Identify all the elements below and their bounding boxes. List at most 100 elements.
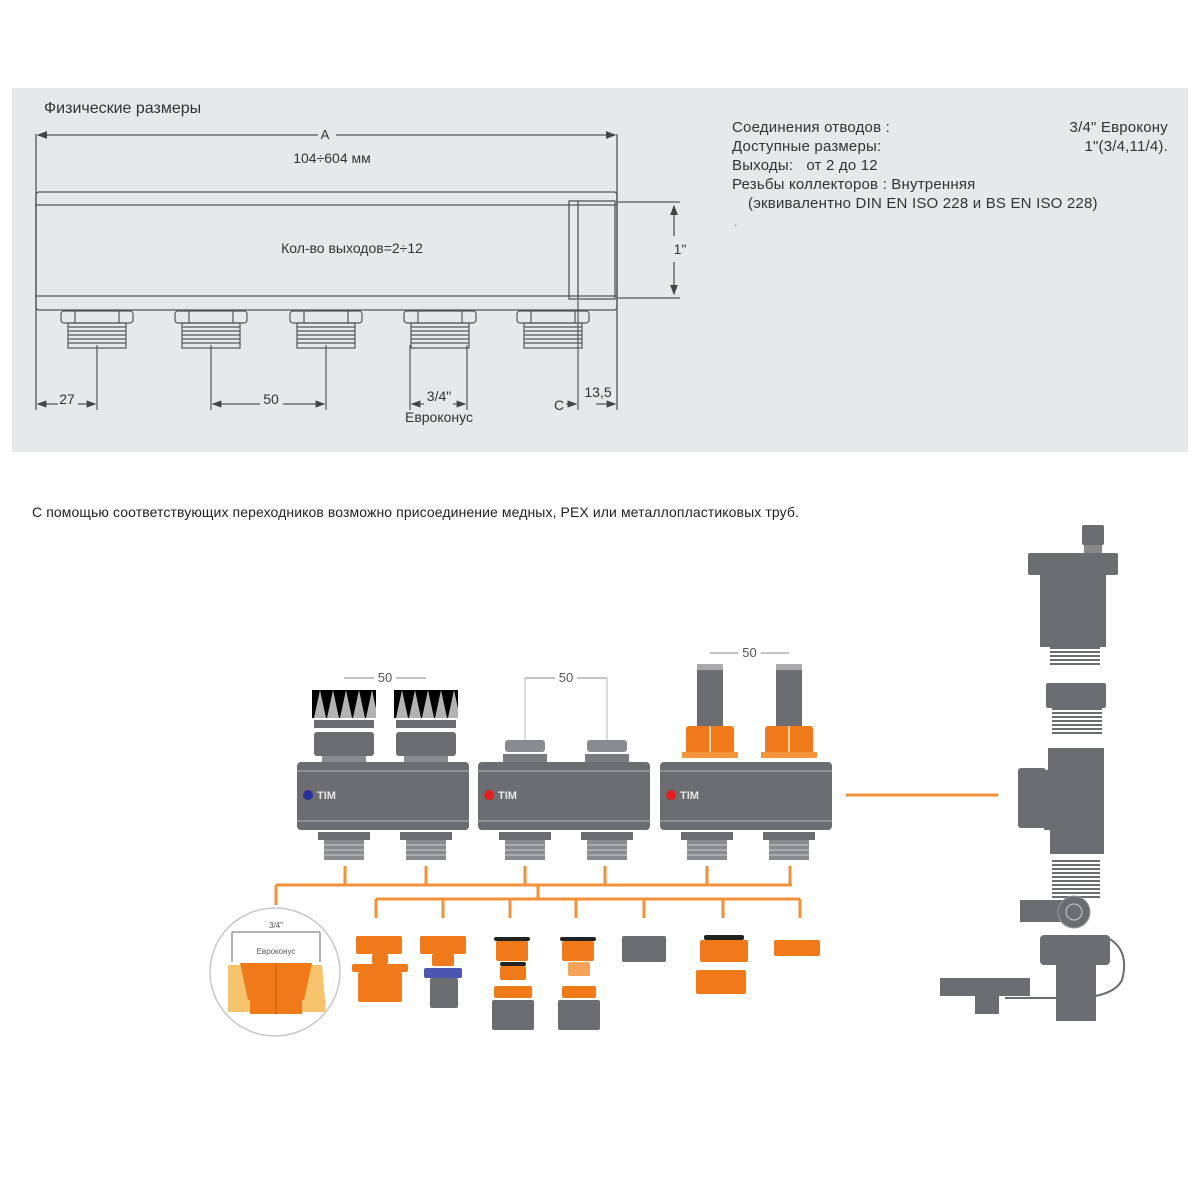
thread-ring	[1052, 880, 1100, 882]
thread-ring	[1052, 888, 1100, 890]
manifold-body	[478, 762, 650, 830]
outlet-fitting	[174, 310, 248, 349]
thread-ring	[1052, 724, 1102, 726]
outlet-fitting	[289, 310, 363, 349]
flowmeter	[776, 670, 802, 726]
outlet-nut	[499, 832, 551, 840]
dim-a-value: 104÷604 мм	[293, 150, 371, 166]
copper-adapter	[420, 936, 466, 1008]
thread-ring	[1052, 708, 1102, 710]
tee-body	[1044, 770, 1104, 830]
vent-cap	[1082, 525, 1104, 545]
caption: С помощью соответствующих переходников в…	[32, 504, 799, 520]
spec-label: Доступные размеры:	[732, 138, 882, 155]
brand-dot	[666, 790, 676, 800]
drain-outlet	[1056, 965, 1096, 1021]
outlet-nut	[763, 832, 815, 840]
spec-dot: .	[734, 215, 738, 229]
spec-row: Выходы: от 2 до 12	[732, 156, 1168, 175]
end-cap	[774, 940, 820, 956]
thread-ring	[1052, 720, 1102, 722]
thread-ring	[1050, 663, 1100, 665]
outlet-nut	[581, 832, 633, 840]
outlet-nut	[681, 832, 733, 840]
outlet-nut	[174, 310, 248, 324]
dimensions-panel	[12, 88, 1188, 452]
pex-adapter	[352, 936, 408, 1002]
dim-50: 50	[263, 391, 279, 407]
spec-value: 1"(3/4,11/4).	[1084, 138, 1168, 155]
spec-note: (эквивалентно DIN EN ISO 228 и BS EN ISO…	[748, 195, 1098, 212]
brand-label: TIM	[498, 790, 517, 802]
blind-plug	[622, 936, 666, 962]
specs-block: Соединения отводов : 3/4" Еврокону Доступ…	[732, 118, 1168, 232]
spec-label: Выходы: от 2 до 12	[732, 157, 878, 174]
vent-body	[1040, 575, 1106, 647]
thread-ring	[1052, 872, 1100, 874]
manifold-body	[297, 762, 469, 830]
spacing-label: 50	[559, 670, 573, 685]
spec-label: Соединения отводов :	[732, 119, 890, 136]
detail-label: Евроконус	[257, 947, 296, 956]
outlet-nut	[289, 310, 363, 324]
dim-a-label: A	[321, 127, 330, 142]
dim-height: 1"	[674, 241, 687, 257]
thread-ring	[1050, 651, 1100, 653]
valve-handle	[1020, 900, 1068, 922]
reducer-nut	[1046, 683, 1106, 708]
spec-row: Резьбы коллекторов : Внутренняя	[732, 175, 1168, 194]
outlet-nut	[400, 832, 452, 840]
spacing-label: 50	[742, 645, 756, 660]
spec-row: Соединения отводов : 3/4" Еврокону	[732, 118, 1168, 137]
cap-nut	[505, 740, 545, 752]
spec-value: 3/4" Еврокону	[1069, 119, 1168, 136]
outlets-label: Кол-во выходов=2÷12	[281, 240, 423, 256]
dim-c: C	[554, 397, 564, 413]
brand-label: TIM	[317, 790, 336, 802]
dim-thread-sub: Евроконус	[405, 409, 473, 425]
thread-ring	[1052, 864, 1100, 866]
air-vent-assembly	[940, 525, 1126, 1021]
outlet-nut	[60, 310, 134, 324]
brand-label: TIM	[680, 790, 699, 802]
drain-nut	[1040, 935, 1110, 965]
outlet-fitting	[60, 310, 134, 349]
euroconus-detail: 3/4" Евроконус	[209, 907, 341, 1037]
tee-bottom	[1050, 830, 1104, 854]
thread-ring	[1052, 712, 1102, 714]
cap-nut	[587, 740, 627, 752]
spec-label: Резьбы коллекторов : Внутренняя	[732, 176, 976, 193]
outlet-nut	[318, 832, 370, 840]
thread-ring	[1052, 860, 1100, 862]
dim-13-5: 13,5	[584, 384, 611, 400]
panel-title: Физические размеры	[44, 100, 202, 117]
thread-ring	[1052, 868, 1100, 870]
detail-thread: 3/4"	[269, 921, 283, 930]
flowmeter	[697, 670, 723, 726]
outlet-nut	[403, 310, 477, 324]
thread-ring	[1052, 732, 1102, 734]
thread-ring	[1050, 659, 1100, 661]
outlet-fitting	[516, 310, 590, 349]
manifold-drawing: A 104÷604 мм Кол-во выходов=2÷12 1" 27 5…	[35, 127, 687, 425]
thread-ring	[1052, 892, 1100, 894]
tee-side-thread	[1018, 768, 1046, 828]
compression-adapter-2	[558, 937, 600, 1030]
spec-row: Доступные размеры: 1"(3/4,11/4).	[732, 137, 1168, 156]
outlet-fitting	[403, 310, 477, 349]
thread-ring	[1050, 647, 1100, 649]
valve-ball	[1057, 895, 1091, 929]
dim-27: 27	[59, 391, 75, 407]
connector-tree	[274, 793, 998, 918]
tee-top	[1048, 748, 1104, 770]
brand-dot	[484, 790, 494, 800]
spacing-label: 50	[378, 670, 392, 685]
compression-adapter-1	[492, 937, 534, 1030]
thread-ring	[1052, 876, 1100, 878]
thread-ring	[1050, 655, 1100, 657]
thread-ring	[1052, 884, 1100, 886]
